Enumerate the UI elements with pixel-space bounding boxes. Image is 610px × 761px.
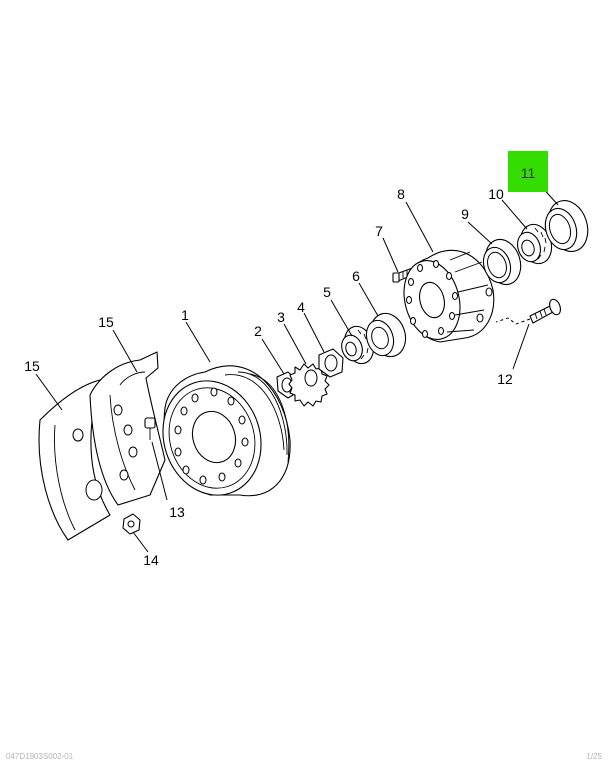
inner-bearing-cone-10 [517,223,553,265]
nut-14 [122,513,141,535]
callout-15-lower: 15 [24,358,40,374]
callout-9: 9 [461,206,469,222]
oil-seal-11 [544,200,589,252]
backing-plate-outer [38,379,111,541]
callout-13: 13 [169,504,185,520]
highlight-box [508,151,548,192]
leader-lines [35,175,559,553]
callout-3: 3 [277,309,285,325]
callout-4: 4 [297,299,305,315]
callout-5: 5 [323,284,331,300]
footer-drawing-number: 047D1903S002-01 [6,752,74,761]
lock-washer-3 [288,363,330,407]
drum-bolt-holes [174,387,249,485]
stud-bolt-13 [144,417,156,440]
callout-labels: 1 2 3 4 5 6 7 8 9 10 11 12 13 14 15 15 [24,165,535,568]
callout-12: 12 [497,371,513,387]
brake-drum [162,365,291,497]
hub-stud-holes [406,260,458,338]
bolt-12 [529,298,561,324]
outer-bearing-cup-6 [365,312,407,358]
callout-15-upper: 15 [98,314,114,330]
callout-10: 10 [488,186,504,202]
callout-7: 7 [375,223,383,239]
callout-8: 8 [397,186,405,202]
wheel-hub-8 [403,249,495,343]
inner-bearing-cup-9 [482,238,522,286]
callout-11: 11 [521,165,536,181]
footer-page-ref: 1/25 [586,752,602,761]
adjusting-nut-4 [318,348,344,378]
backing-plate-inner [89,351,166,506]
callout-14: 14 [143,552,159,568]
callout-6: 6 [352,268,360,284]
callout-2: 2 [254,323,262,339]
callout-1: 1 [181,307,189,323]
